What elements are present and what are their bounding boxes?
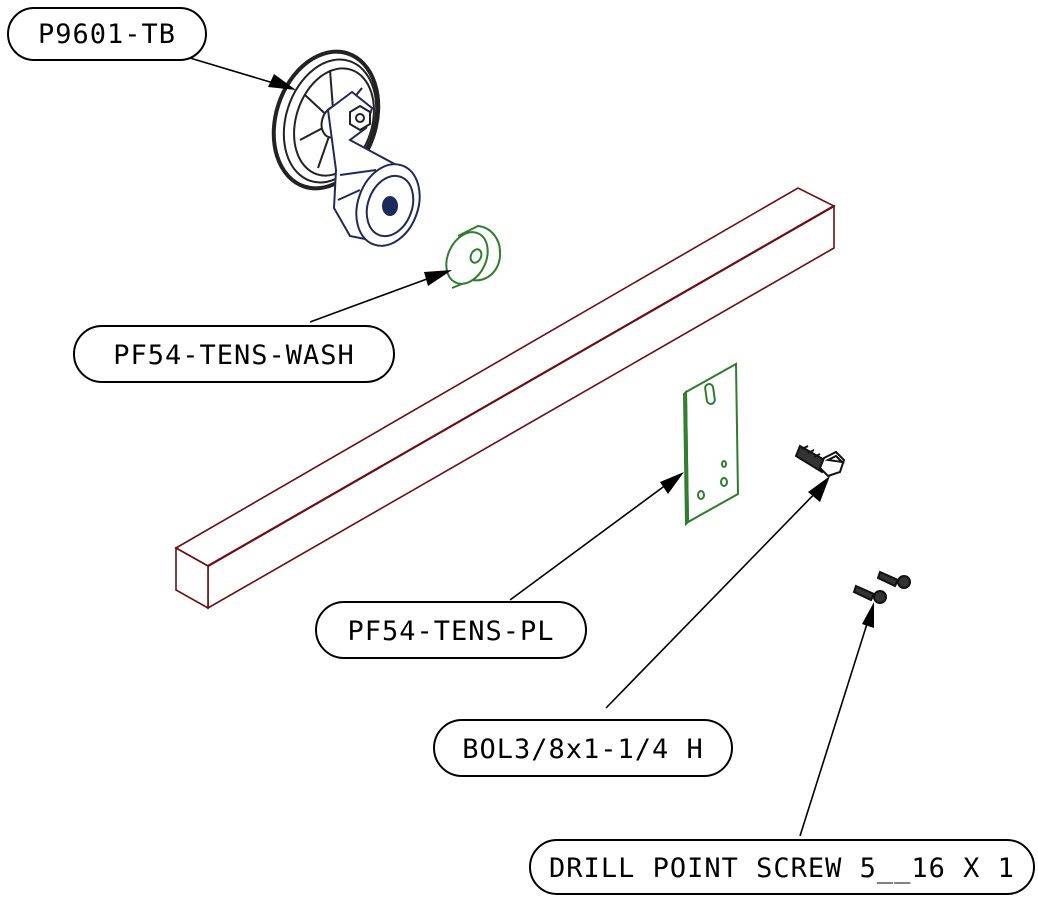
tension-plate-icon	[682, 362, 740, 527]
callout-pulley-label: P9601-TB	[38, 19, 176, 50]
leader-lines	[189, 57, 874, 837]
callout-plate: PF54-TENS-PL	[315, 601, 587, 659]
drill-point-screw-icon	[852, 570, 911, 604]
callout-pulley: P9601-TB	[7, 7, 207, 61]
callout-bolt-label: BOL3/8x1-1/4 H	[462, 734, 704, 765]
tensioner-pulley-icon	[271, 49, 421, 247]
wood-beam-icon	[174, 187, 836, 610]
tensioner-arm	[326, 90, 421, 247]
callout-bolt: BOL3/8x1-1/4 H	[433, 719, 733, 777]
pulley-nut	[349, 104, 371, 132]
tension-washer-icon	[445, 224, 502, 289]
callout-washer: PF54-TENS-WASH	[73, 325, 395, 383]
callout-screw: DRILL POINT SCREW 5__16 X 1	[529, 839, 1035, 895]
callout-washer-label: PF54-TENS-WASH	[113, 340, 355, 371]
callout-screw-label: DRILL POINT SCREW 5__16 X 1	[549, 853, 1015, 884]
callout-plate-label: PF54-TENS-PL	[347, 616, 554, 647]
hex-bolt-icon	[794, 444, 846, 478]
